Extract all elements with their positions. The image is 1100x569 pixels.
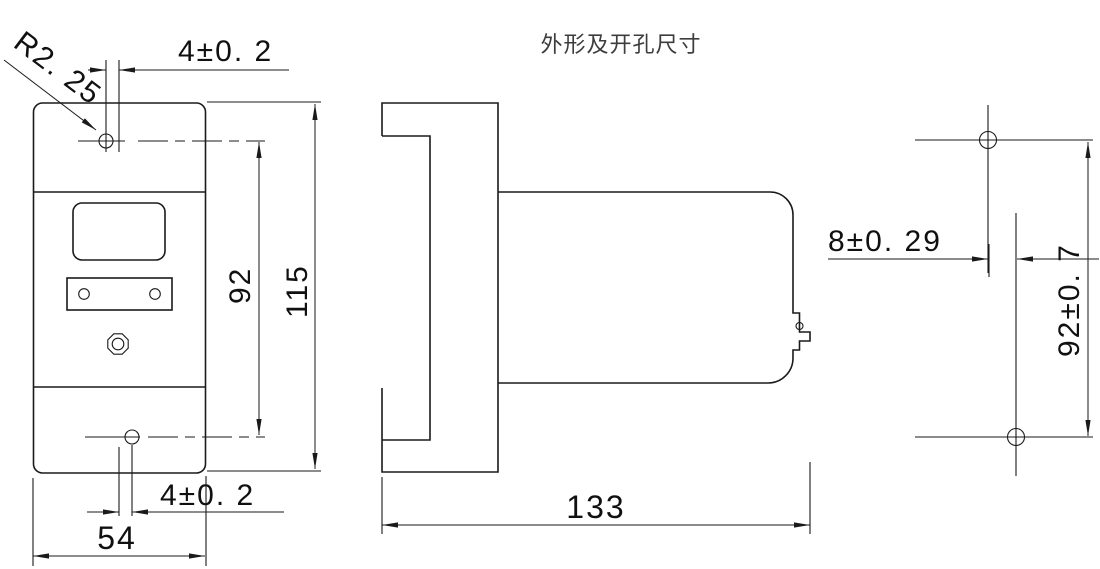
side-view [381,102,811,473]
dim-front-height-label: 115 [281,264,314,318]
side-body-outline [498,191,811,384]
latch-pin [795,321,804,331]
dim-hole-spacing-front: 92 [224,142,262,435]
dim-hole-y-spacing: 92±0. 7 [1053,142,1091,436]
terminal-hole-right [149,288,161,300]
dim-top-hole-offset-label: 4±0. 2 [178,35,273,68]
drill-pattern-view [915,105,1093,476]
dim-hole-radius-label: R2. 25 [8,25,108,112]
terminal-hole-left [78,288,90,300]
dim-top-hole-offset: 4±0. 2 [88,35,289,73]
front-outline [32,102,207,474]
seal-screw-hex [107,333,129,355]
dim-hole-radius: R2. 25 [3,25,108,131]
dim-front-width-label: 54 [97,520,137,556]
dim-hole-spacing-label: 92 [224,267,257,304]
dim-hole-y-spacing-label: 92±0. 7 [1053,243,1086,357]
dim-front-width: 54 [32,476,207,566]
dim-bottom-hole-offset: 4±0. 2 [87,479,284,515]
dim-bottom-hole-offset-label: 4±0. 2 [160,479,255,512]
side-bezel-outline [381,102,499,473]
front-view [32,60,265,516]
dim-depth-label: 133 [566,489,625,525]
dim-front-height: 115 [207,101,321,472]
leader-line [3,59,97,131]
drawing-title: 外形及开孔尺寸 [540,32,701,57]
dim-hole-x-offset-label: 8±0. 29 [828,225,942,258]
dim-depth: 133 [381,462,811,534]
seal-screw-hole [111,337,125,351]
dim-hole-x-offset: 8±0. 29 [828,225,1099,277]
display-window [72,202,166,261]
terminal-block [66,277,173,311]
